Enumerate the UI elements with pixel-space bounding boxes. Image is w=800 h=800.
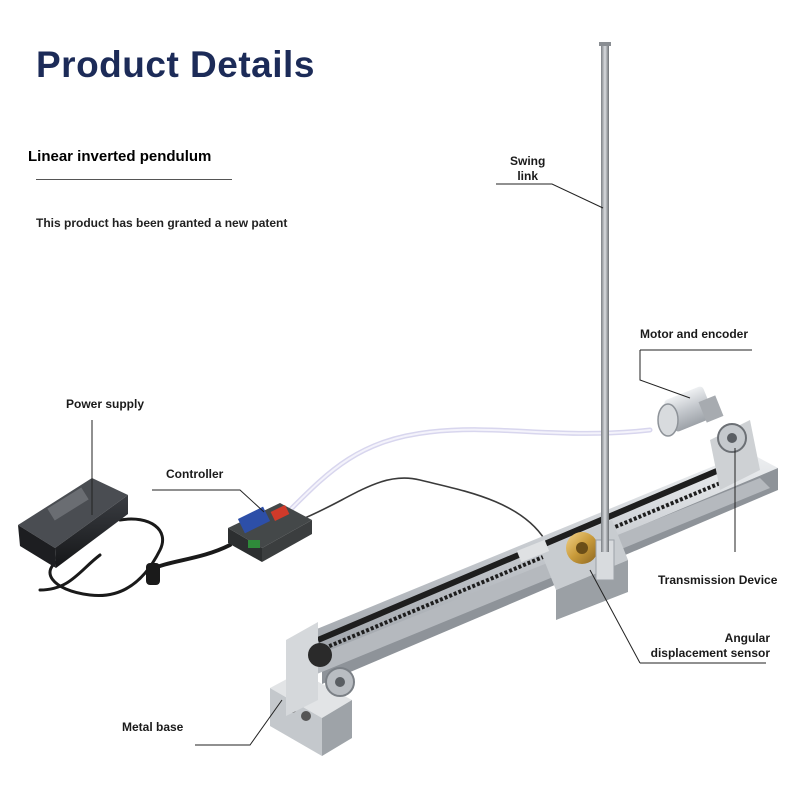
callout-lines (91, 183, 766, 746)
subtitle: Linear inverted pendulum (28, 148, 212, 165)
power-supply-unit (18, 478, 160, 585)
motor-encoder-unit (657, 386, 724, 437)
callout-metal-base: Metal base (122, 720, 184, 734)
callout-transmission: Transmission Device (658, 573, 778, 587)
callout-power-supply: Power supply (66, 397, 145, 411)
callout-swing-link-text: Swing link (510, 154, 546, 183)
callout-angular-sensor: Angular displacement sensor (636, 631, 770, 661)
callout-motor-encoder: Motor and encoder (640, 327, 749, 341)
controller-board (228, 503, 312, 562)
callout-angular-sensor-text: Angular displacement sensor (650, 631, 770, 660)
subtitle-divider (36, 179, 232, 180)
patent-note: This product has been granted a new pate… (36, 216, 288, 230)
swing-link-rod (599, 42, 611, 552)
callout-swing-link: Swing link (510, 154, 545, 184)
page-title: Product Details (36, 44, 315, 85)
callout-controller: Controller (166, 467, 224, 481)
rail-assembly (270, 420, 778, 756)
cables (38, 427, 653, 597)
